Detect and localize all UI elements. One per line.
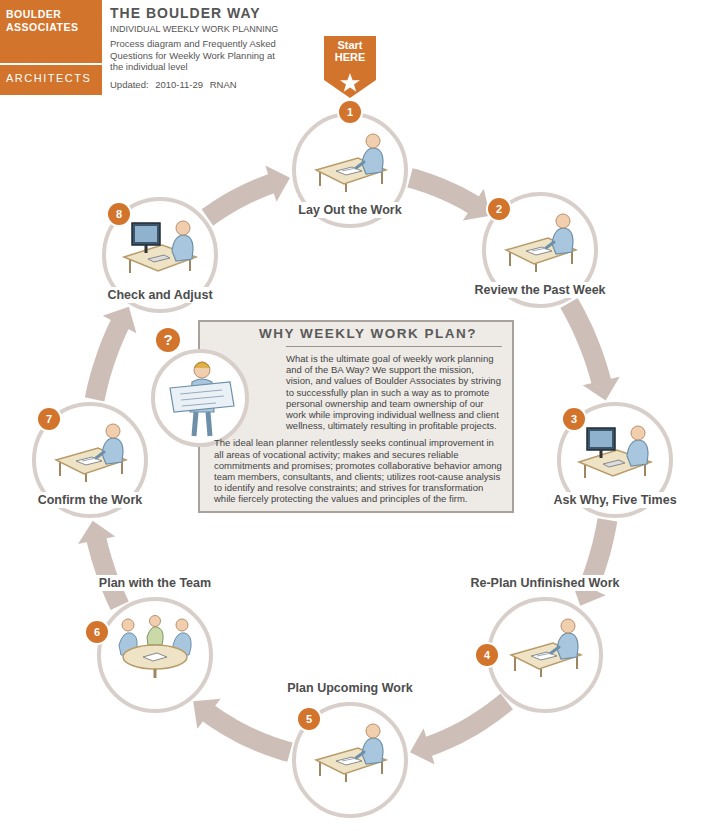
question-badge: ? bbox=[156, 328, 180, 352]
step-label: Ask Why, Five Times bbox=[550, 492, 679, 508]
arrow-head bbox=[103, 307, 137, 334]
step-circle: 8Check and Adjust bbox=[102, 197, 218, 313]
arrow-head bbox=[583, 377, 620, 401]
step-circle: 4Re-Plan Unfinished Work bbox=[487, 597, 603, 713]
arrow-head bbox=[193, 699, 220, 729]
brand-rule bbox=[0, 63, 102, 65]
cycle-arrow bbox=[571, 520, 607, 606]
cycle-arrow bbox=[193, 699, 290, 752]
cycle-arrow bbox=[78, 521, 120, 606]
cycle-arrow bbox=[410, 701, 507, 764]
arrow-band bbox=[427, 701, 506, 746]
arrow-head bbox=[78, 521, 115, 544]
panel-text: The ideal lean planner relentlessly seek… bbox=[214, 437, 502, 504]
arrow-head bbox=[410, 728, 435, 764]
planner-figure bbox=[150, 348, 250, 448]
arrow-head bbox=[265, 166, 290, 202]
panel-text: What is the ultimate goal of weekly work… bbox=[286, 353, 502, 431]
step-circle: 6Plan with the Team bbox=[97, 597, 213, 713]
step-circle: 2Review the Past Week bbox=[482, 192, 598, 308]
step-label: Lay Out the Work bbox=[295, 202, 404, 218]
cycle-arrow bbox=[95, 307, 137, 400]
step-circle: 3Ask Why, Five Times bbox=[557, 402, 673, 518]
step-label: Re-Plan Unfinished Work bbox=[467, 575, 622, 591]
step-icon bbox=[48, 420, 132, 484]
callout-number: 7 bbox=[38, 408, 60, 430]
panel-heading: WHY WEEKLY WORK PLAN? bbox=[200, 326, 512, 341]
arrow-band bbox=[95, 323, 121, 400]
arrow-band bbox=[207, 183, 272, 217]
info-panel: WHY WEEKLY WORK PLAN? What is the ultimat… bbox=[198, 320, 514, 513]
cycle-arrow bbox=[410, 178, 490, 221]
callout-number: 4 bbox=[476, 644, 498, 666]
header-text: INDIVIDUAL WEEKLY WORK PLANNING bbox=[110, 24, 278, 34]
step-label: Check and Adjust bbox=[104, 287, 215, 303]
callout-number: 1 bbox=[339, 101, 361, 123]
arrow-band bbox=[96, 539, 119, 606]
callout-number: 5 bbox=[298, 708, 320, 730]
arrow-band bbox=[569, 303, 602, 382]
callout-number: 2 bbox=[488, 198, 510, 220]
arrow-band bbox=[207, 713, 290, 753]
arrow-band bbox=[410, 178, 474, 206]
panel-rule bbox=[286, 346, 502, 347]
brand-box: BOULDER ASSOCIATES ARCHITECTS bbox=[0, 0, 102, 95]
start-marker: Start HERE bbox=[324, 36, 376, 98]
step-icon bbox=[498, 210, 582, 274]
header-text: Process diagram and Frequently Asked Que… bbox=[110, 38, 290, 73]
step-icon bbox=[308, 720, 392, 784]
step-label: Plan Upcoming Work bbox=[284, 680, 415, 696]
step-circle: 1Lay Out the Work bbox=[292, 112, 408, 228]
step-icon bbox=[503, 615, 587, 679]
step-label: Review the Past Week bbox=[471, 282, 608, 298]
callout-number: 3 bbox=[563, 408, 585, 430]
step-icon bbox=[308, 130, 392, 194]
step-icon bbox=[113, 615, 197, 679]
start-text: Start HERE bbox=[328, 39, 372, 63]
brand-sub: ARCHITECTS bbox=[6, 72, 91, 84]
brand-name: BOULDER ASSOCIATES bbox=[6, 8, 96, 34]
step-label: Plan with the Team bbox=[96, 575, 214, 591]
step-icon bbox=[118, 215, 202, 279]
cycle-arrow bbox=[207, 166, 290, 218]
header-text: Updated: 2010-11-29 RNAN bbox=[110, 79, 237, 90]
step-label: Confirm the Work bbox=[35, 492, 146, 508]
step-circle: 5Plan Upcoming Work bbox=[292, 702, 408, 818]
page-title: THE BOULDER WAY bbox=[110, 5, 261, 21]
step-circle: 7Confirm the Work bbox=[32, 402, 148, 518]
callout-number: 8 bbox=[108, 203, 130, 225]
callout-number: 6 bbox=[86, 621, 108, 643]
step-icon bbox=[573, 420, 657, 484]
arrow-head bbox=[463, 189, 490, 221]
cycle-arrow bbox=[569, 303, 620, 400]
